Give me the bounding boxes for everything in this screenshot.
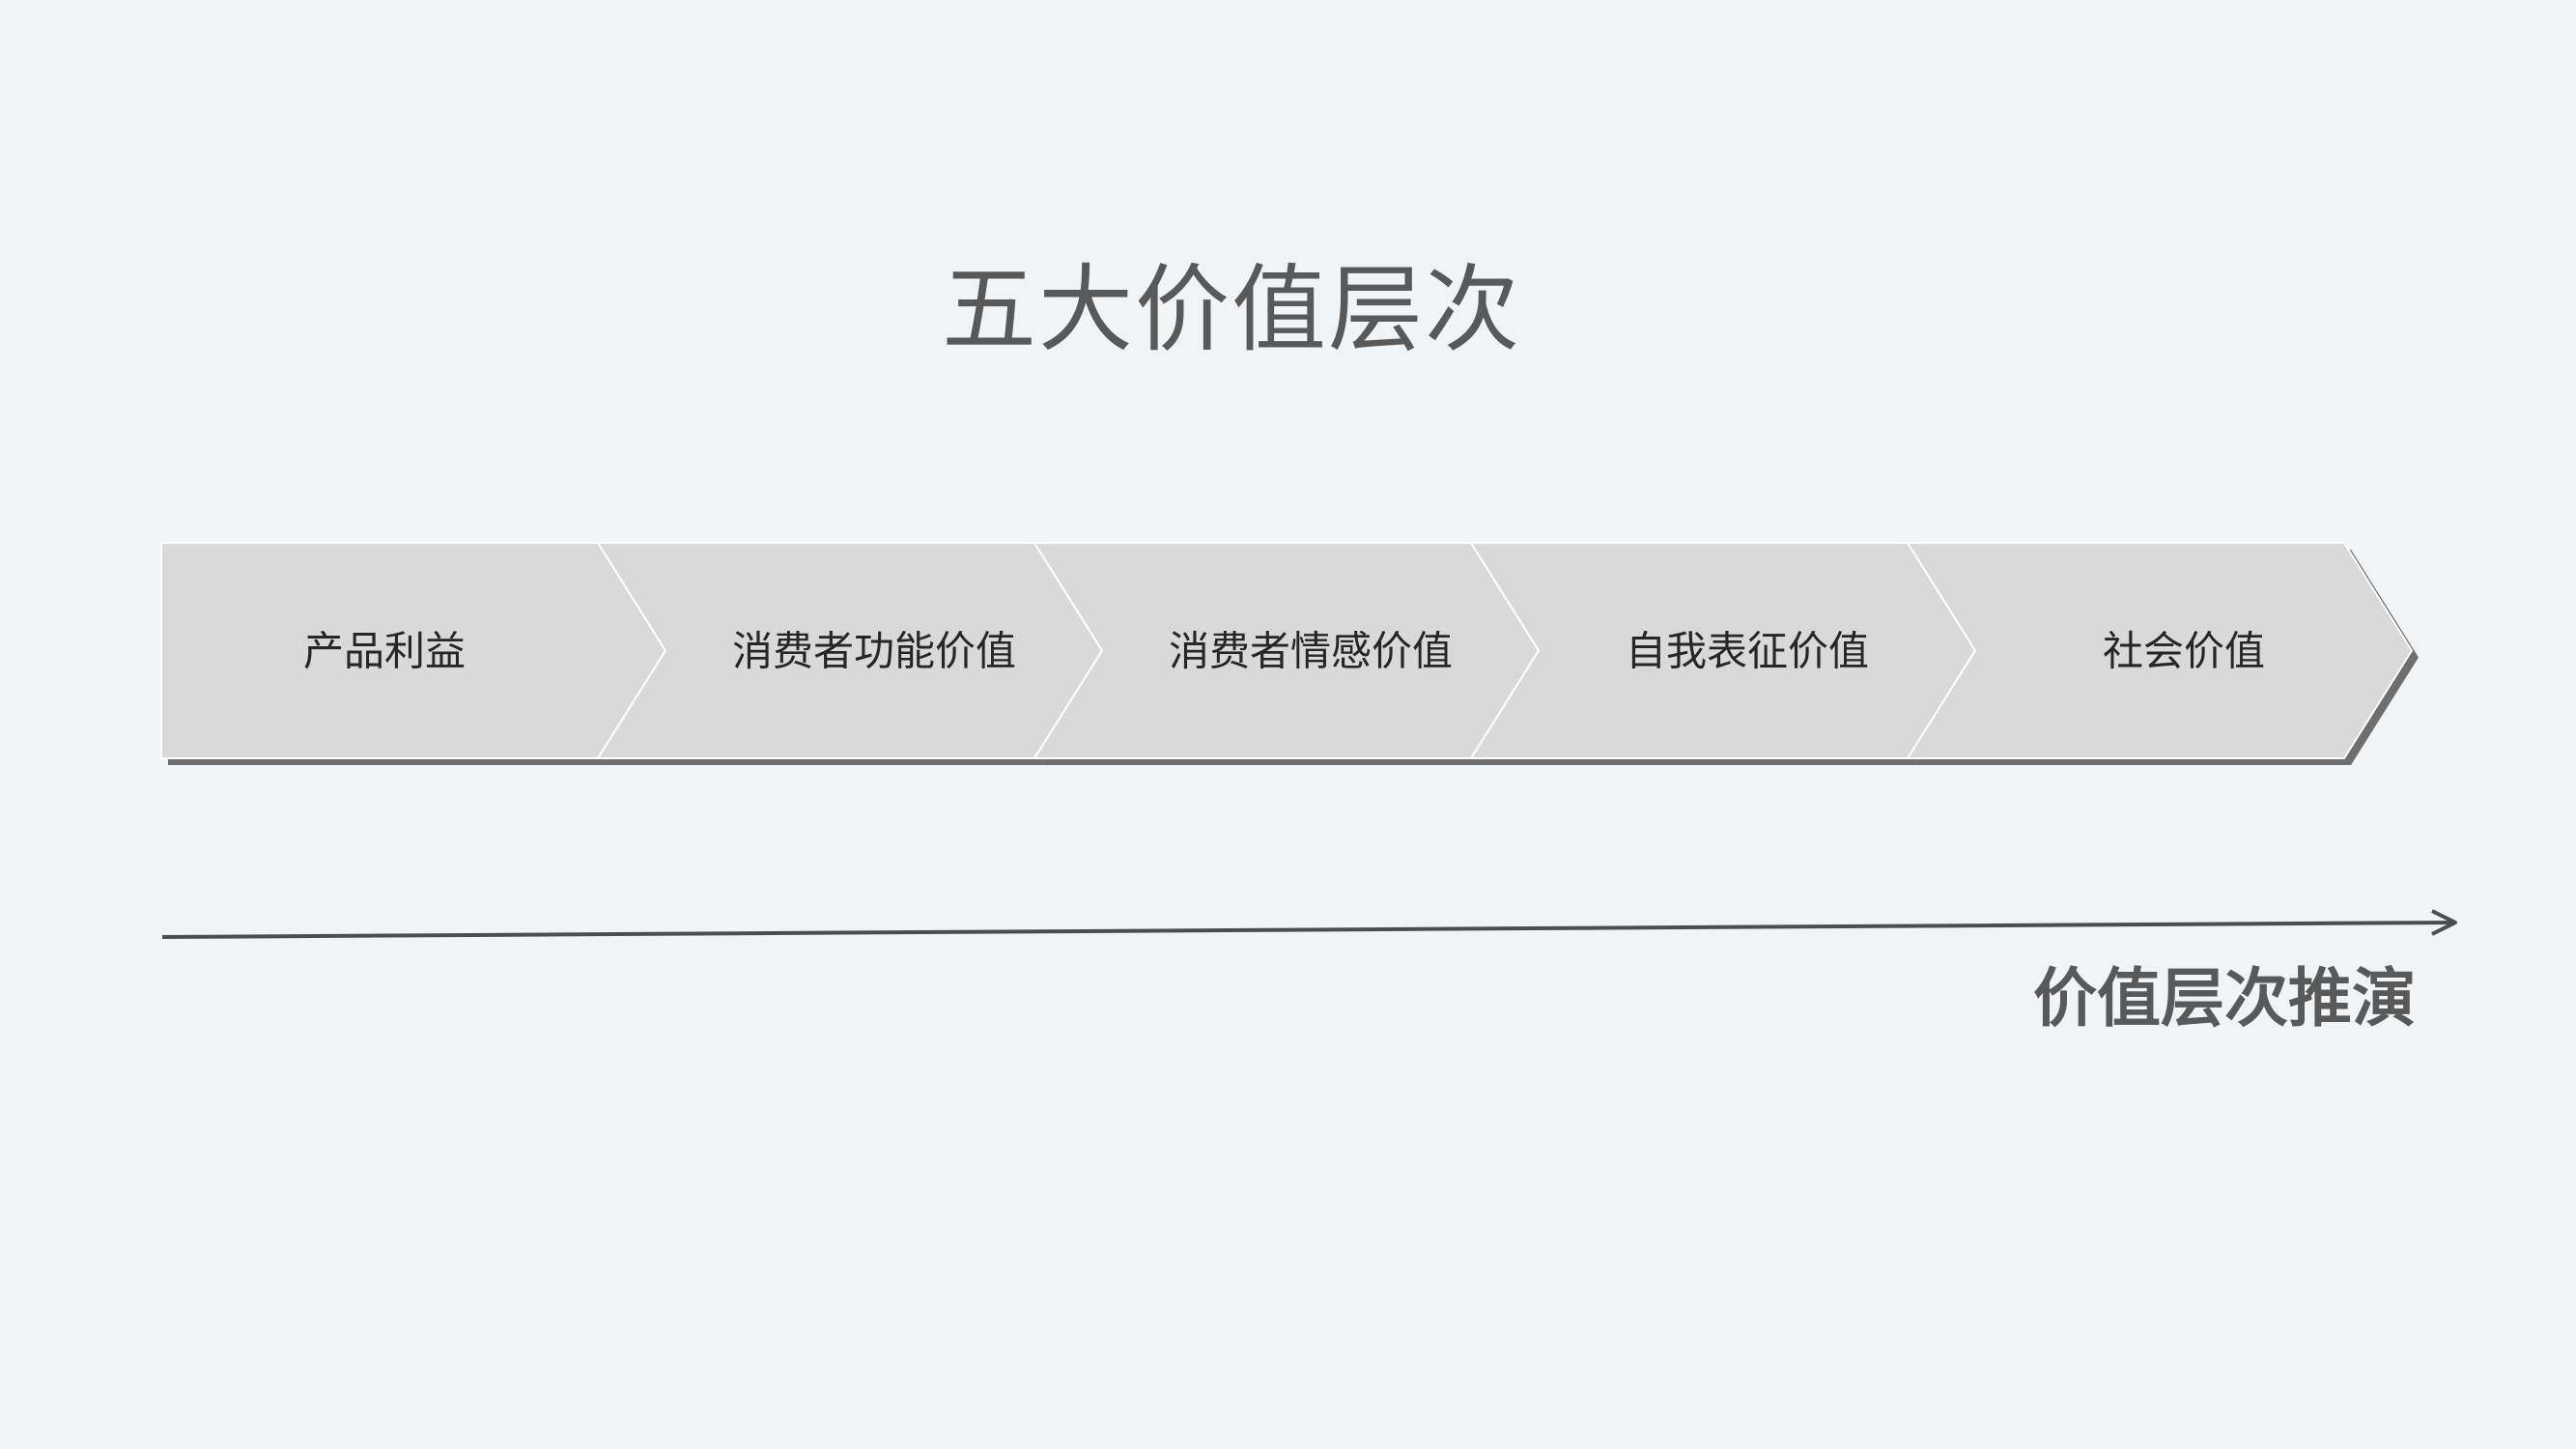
chevron-stage-5: [1906, 542, 2414, 759]
chevron-stage-label: 消费者功能价值: [732, 628, 1016, 675]
progression-arrow-line: [161, 921, 2452, 939]
arrow-head-icon: [2431, 909, 2457, 936]
chevron-stage-label: 产品利益: [303, 628, 466, 675]
progression-arrow: [161, 909, 2457, 939]
chevron-group: 产品利益 消费者功能价值 消费者情感价值 自我表征价值 社会价值: [160, 542, 2419, 765]
axis-label: 价值层次推演: [2033, 960, 2416, 1036]
chevron-stage-label: 社会价值: [2103, 628, 2265, 675]
slide-title: 五大价值层次: [942, 255, 1522, 365]
chevron-stage-label: 消费者情感价值: [1169, 628, 1453, 675]
chevron-stage-label: 自我表征价值: [1626, 628, 1869, 675]
